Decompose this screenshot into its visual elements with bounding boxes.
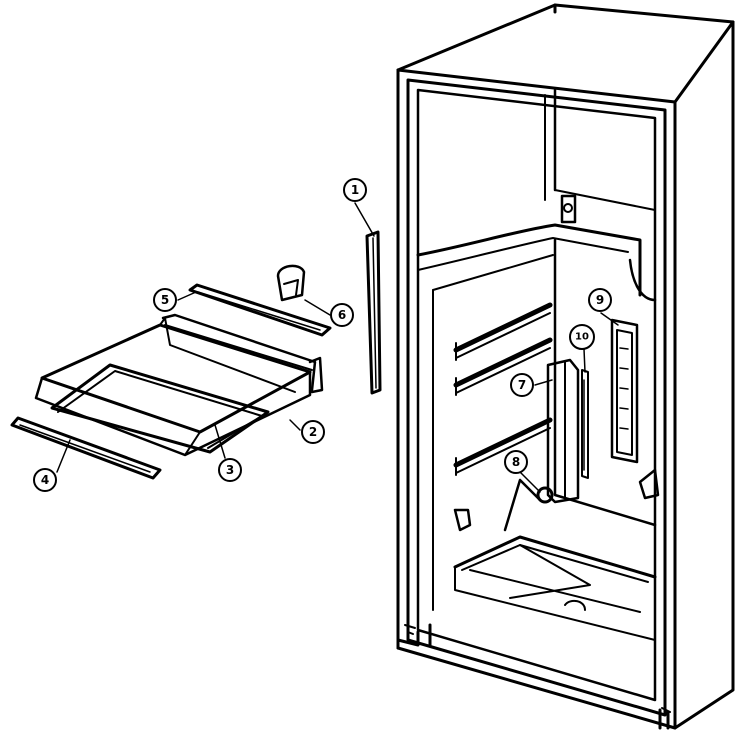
callout-5: 5 [153, 288, 177, 312]
callout-label: 2 [309, 425, 317, 439]
callout-label: 10 [575, 332, 589, 343]
callout-8: 8 [504, 450, 528, 474]
callout-label: 8 [512, 455, 520, 469]
callout-label: 6 [338, 308, 346, 322]
leader-lines [56, 202, 619, 493]
callout-label: 9 [596, 293, 604, 307]
callout-2: 2 [301, 420, 325, 444]
callout-4: 4 [33, 468, 57, 492]
shelf-assembly [10, 230, 382, 480]
refrigerator-cabinet [396, 3, 735, 730]
callout-label: 5 [161, 293, 169, 307]
callout-label: 3 [226, 463, 234, 477]
callout-label: 7 [518, 378, 526, 392]
callout-1: 1 [343, 178, 367, 202]
callout-3: 3 [218, 458, 242, 482]
callout-9: 9 [588, 288, 612, 312]
callout-label: 4 [41, 473, 49, 487]
callout-label: 1 [351, 183, 359, 197]
callout-6: 6 [330, 303, 354, 327]
callout-10: 10 [569, 324, 595, 350]
callout-7: 7 [510, 373, 534, 397]
